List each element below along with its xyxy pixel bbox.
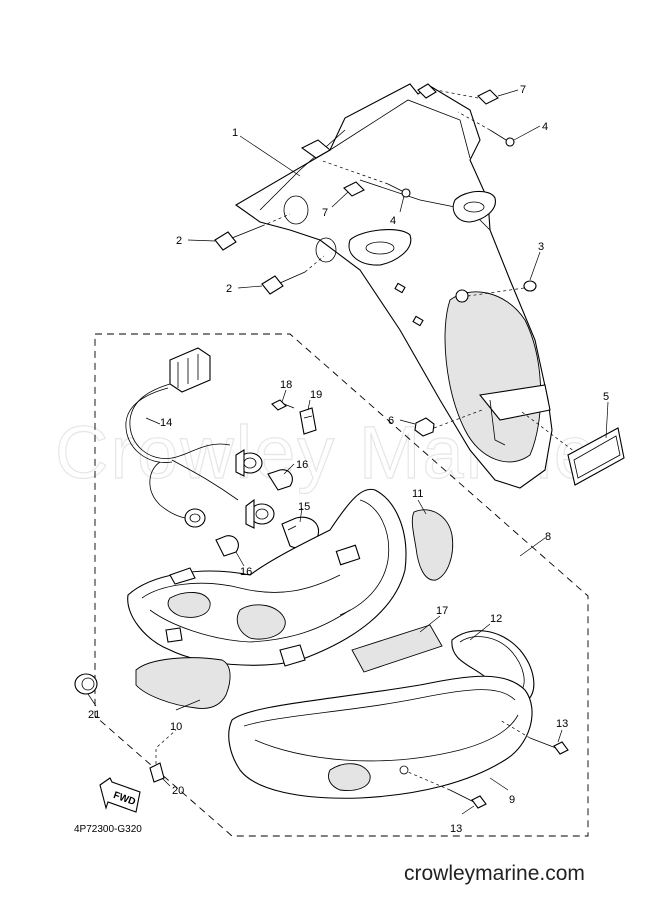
rear-fender-part-1	[234, 83, 553, 489]
bulb-part-16-upper	[267, 469, 293, 491]
nut-part-6	[414, 409, 483, 437]
screw-part-13-bottom	[407, 771, 487, 809]
callout-7-lower: 7	[322, 207, 328, 219]
callout-11: 11	[412, 488, 423, 500]
callout-2-lower: 2	[226, 283, 232, 295]
subassembly-boundary	[94, 333, 589, 837]
lens-part-10	[135, 657, 231, 709]
callout-14: 14	[160, 417, 172, 429]
callout-7-upper: 7	[520, 84, 526, 96]
callout-4-lower: 4	[390, 215, 396, 227]
reflector-part-5	[521, 411, 625, 486]
callout-labels: 1 2 2 3 4 4 5 6 7 7 8 9 10 11 12 13 13 1…	[88, 84, 609, 835]
bulb-part-16-lower	[215, 535, 239, 557]
callout-17: 17	[436, 605, 448, 617]
clip-part-20	[149, 729, 177, 783]
nut-part-7-upper	[435, 89, 499, 105]
callout-3: 3	[538, 241, 544, 253]
callout-16-lower: 16	[240, 566, 252, 578]
callout-12: 12	[490, 613, 502, 625]
callout-13-right: 13	[556, 718, 568, 730]
plate-part-17	[351, 624, 443, 673]
screw-part-4-lower	[319, 159, 411, 198]
fwd-direction-arrow: FWD	[99, 777, 141, 813]
callout-16-upper: 16	[296, 459, 308, 471]
callout-9: 9	[509, 794, 515, 806]
grommet-part-21	[74, 673, 98, 695]
callout-5: 5	[603, 391, 609, 403]
leader-lines	[87, 89, 609, 815]
cover-part-9	[228, 675, 533, 799]
diagram-code: 4P72300-G320	[74, 824, 142, 835]
callout-20: 20	[172, 785, 184, 797]
bolt-part-2-lower	[261, 255, 325, 295]
bulb-socket-upper	[235, 449, 263, 477]
taillight-housing	[127, 488, 407, 667]
bulb-socket-lower	[245, 498, 275, 529]
bolt-part-2-upper	[214, 213, 291, 251]
callout-1: 1	[232, 127, 238, 139]
wire-harness-part-14	[125, 347, 239, 519]
callout-2-upper: 2	[176, 235, 182, 247]
nut-part-7-lower	[343, 181, 365, 197]
lens-part-11	[411, 509, 454, 581]
callout-19: 19	[310, 389, 322, 401]
site-url: crowleymarine.com	[404, 862, 585, 885]
callout-21: 21	[88, 709, 100, 721]
grommet-part-3	[467, 280, 537, 297]
screw-part-18	[271, 399, 295, 411]
callout-10: 10	[170, 721, 182, 733]
callout-6: 6	[388, 415, 394, 427]
screw-part-13-right	[499, 719, 569, 755]
screw-part-4-upper	[457, 111, 515, 147]
callout-18: 18	[280, 379, 292, 391]
bulb-socket-left	[184, 508, 206, 528]
callout-4-upper: 4	[542, 121, 548, 133]
callout-13-bottom: 13	[450, 823, 462, 835]
callout-15: 15	[298, 501, 310, 513]
callout-8: 8	[545, 531, 551, 543]
